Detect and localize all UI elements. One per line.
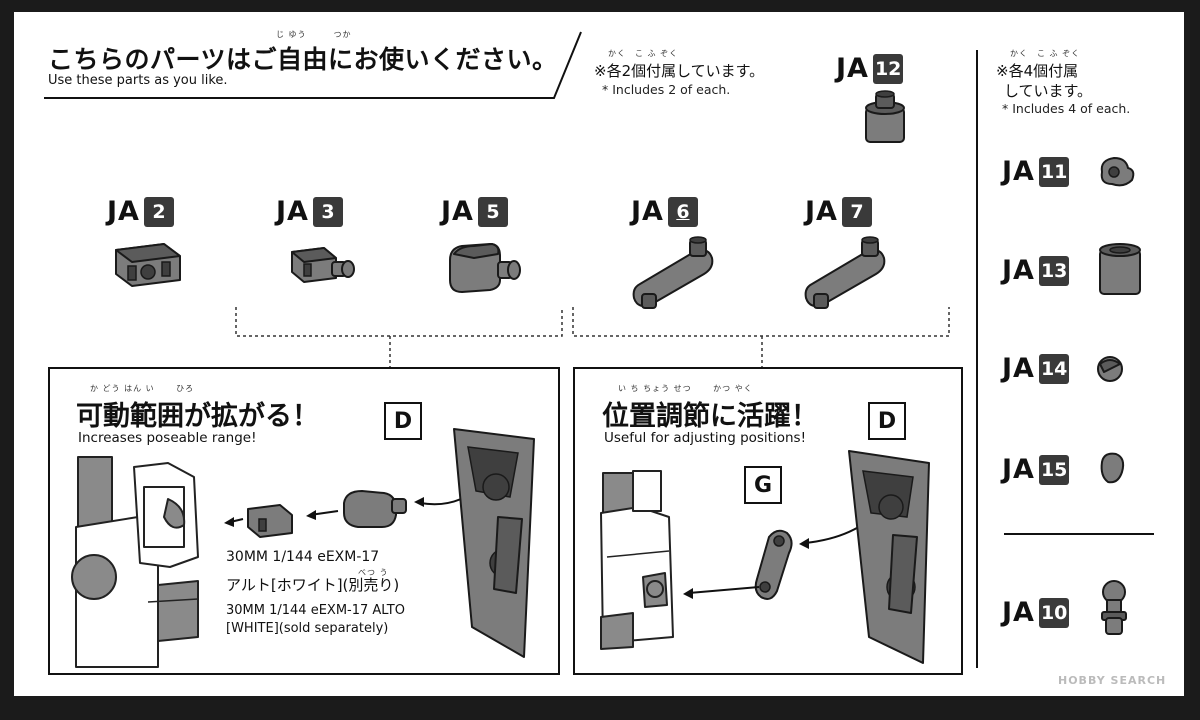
layout-lines: [44, 31, 1154, 668]
part-ja12-illustration: [865, 90, 905, 143]
part-ja3-illustration: [291, 247, 355, 283]
kit-ruby: べつ う: [358, 568, 389, 577]
part-ja15-illustration: [1100, 452, 1125, 484]
part-number: 3: [312, 196, 343, 227]
part-number: 10: [1038, 597, 1070, 628]
part-prefix: JA: [805, 196, 838, 227]
part-tag-d: D: [384, 402, 422, 440]
kit-name-en-2: [WHITE](sold separately): [226, 621, 389, 636]
part-number: 6: [667, 196, 698, 227]
part-frame-d: [453, 428, 535, 658]
part-tag-d: D: [868, 402, 906, 440]
part-frame-d: [848, 450, 930, 664]
note-two-ruby: かく こ ふ ぞく: [608, 49, 679, 58]
part-prefix: JA: [836, 53, 869, 84]
instruction-sheet: じ ゆう つか こちらのパーツはご自由にお使いください。 Use these p…: [14, 12, 1184, 696]
part-ja11-illustration: [1100, 157, 1135, 187]
part-prefix: JA: [441, 196, 474, 227]
part-ja13-illustration: [1099, 243, 1141, 295]
panel-right-subtitle: Useful for adjusting positions!: [604, 430, 806, 446]
part-prefix: JA: [107, 196, 140, 227]
part-ja10-illustration: [1101, 580, 1127, 635]
part-tag-g: G: [744, 466, 782, 504]
part-ja14-illustration: [1097, 356, 1123, 382]
note-four-each-jp-1: ※各4個付属: [996, 62, 1079, 80]
part-prefix: JA: [1002, 156, 1035, 187]
panel-right-ruby: い ち ちょう せつ かつ やく: [618, 384, 753, 393]
part-ja5-illustration: [449, 243, 521, 293]
part-prefix: JA: [276, 196, 309, 227]
part-number: 12: [872, 53, 904, 84]
panel-left-illustration: [71, 428, 535, 668]
part-prefix: JA: [631, 196, 664, 227]
kit-name-en-1: 30MM 1/144 eEXM-17 ALTO: [226, 603, 405, 618]
part-number: 13: [1038, 255, 1070, 286]
kit-name-jp-1: 30MM 1/144 eEXM-17: [226, 549, 380, 565]
panel-left-ruby: か どう はん い ひろ: [90, 384, 195, 393]
note-four-ruby: かく こ ふ ぞく: [1010, 49, 1081, 58]
part-prefix: JA: [1002, 255, 1035, 286]
page-title: こちらのパーツはご自由にお使いください。: [48, 45, 558, 74]
part-number: 5: [477, 196, 508, 227]
part-number: 14: [1038, 353, 1070, 384]
ja6-part-in-diagram: [754, 529, 793, 600]
panel-right-illustration: [600, 450, 930, 664]
part-prefix: JA: [1002, 454, 1035, 485]
mech-leg-illustration: [600, 470, 674, 650]
page-subtitle: Use these parts as you like.: [48, 73, 228, 88]
note-four-each-jp-2: しています。: [1004, 82, 1093, 100]
part-prefix: JA: [1002, 353, 1035, 384]
part-ja7-illustration: [804, 236, 886, 309]
note-two-each-jp: ※各2個付属しています。: [594, 62, 765, 80]
panel-right-title: 位置調節に活躍！: [602, 401, 818, 432]
panel-left-title: 可動範囲が拡がる！: [76, 401, 319, 432]
part-prefix: JA: [1002, 597, 1035, 628]
panel-left-subtitle: Increases poseable range!: [78, 430, 257, 446]
ja3-part-in-diagram: [247, 504, 293, 538]
part-illustrations: [115, 90, 1141, 635]
part-ja6-illustration: [632, 236, 714, 309]
part-number: 11: [1038, 156, 1070, 187]
part-number: 2: [143, 196, 174, 227]
note-four-each-en: * Includes 4 of each.: [1002, 101, 1131, 116]
mech-arm-illustration: [71, 456, 199, 668]
header-ruby: じ ゆう つか: [276, 30, 352, 39]
kit-name-jp-2: アルト[ホワイト](別売り): [226, 576, 400, 594]
ja5-part-in-diagram: [343, 490, 407, 528]
part-number: 15: [1038, 454, 1070, 485]
part-ja2-illustration: [115, 243, 181, 287]
watermark: HOBBY SEARCH: [1058, 674, 1167, 687]
part-number: 7: [841, 196, 872, 227]
note-two-each-en: * Includes 2 of each.: [602, 82, 731, 97]
